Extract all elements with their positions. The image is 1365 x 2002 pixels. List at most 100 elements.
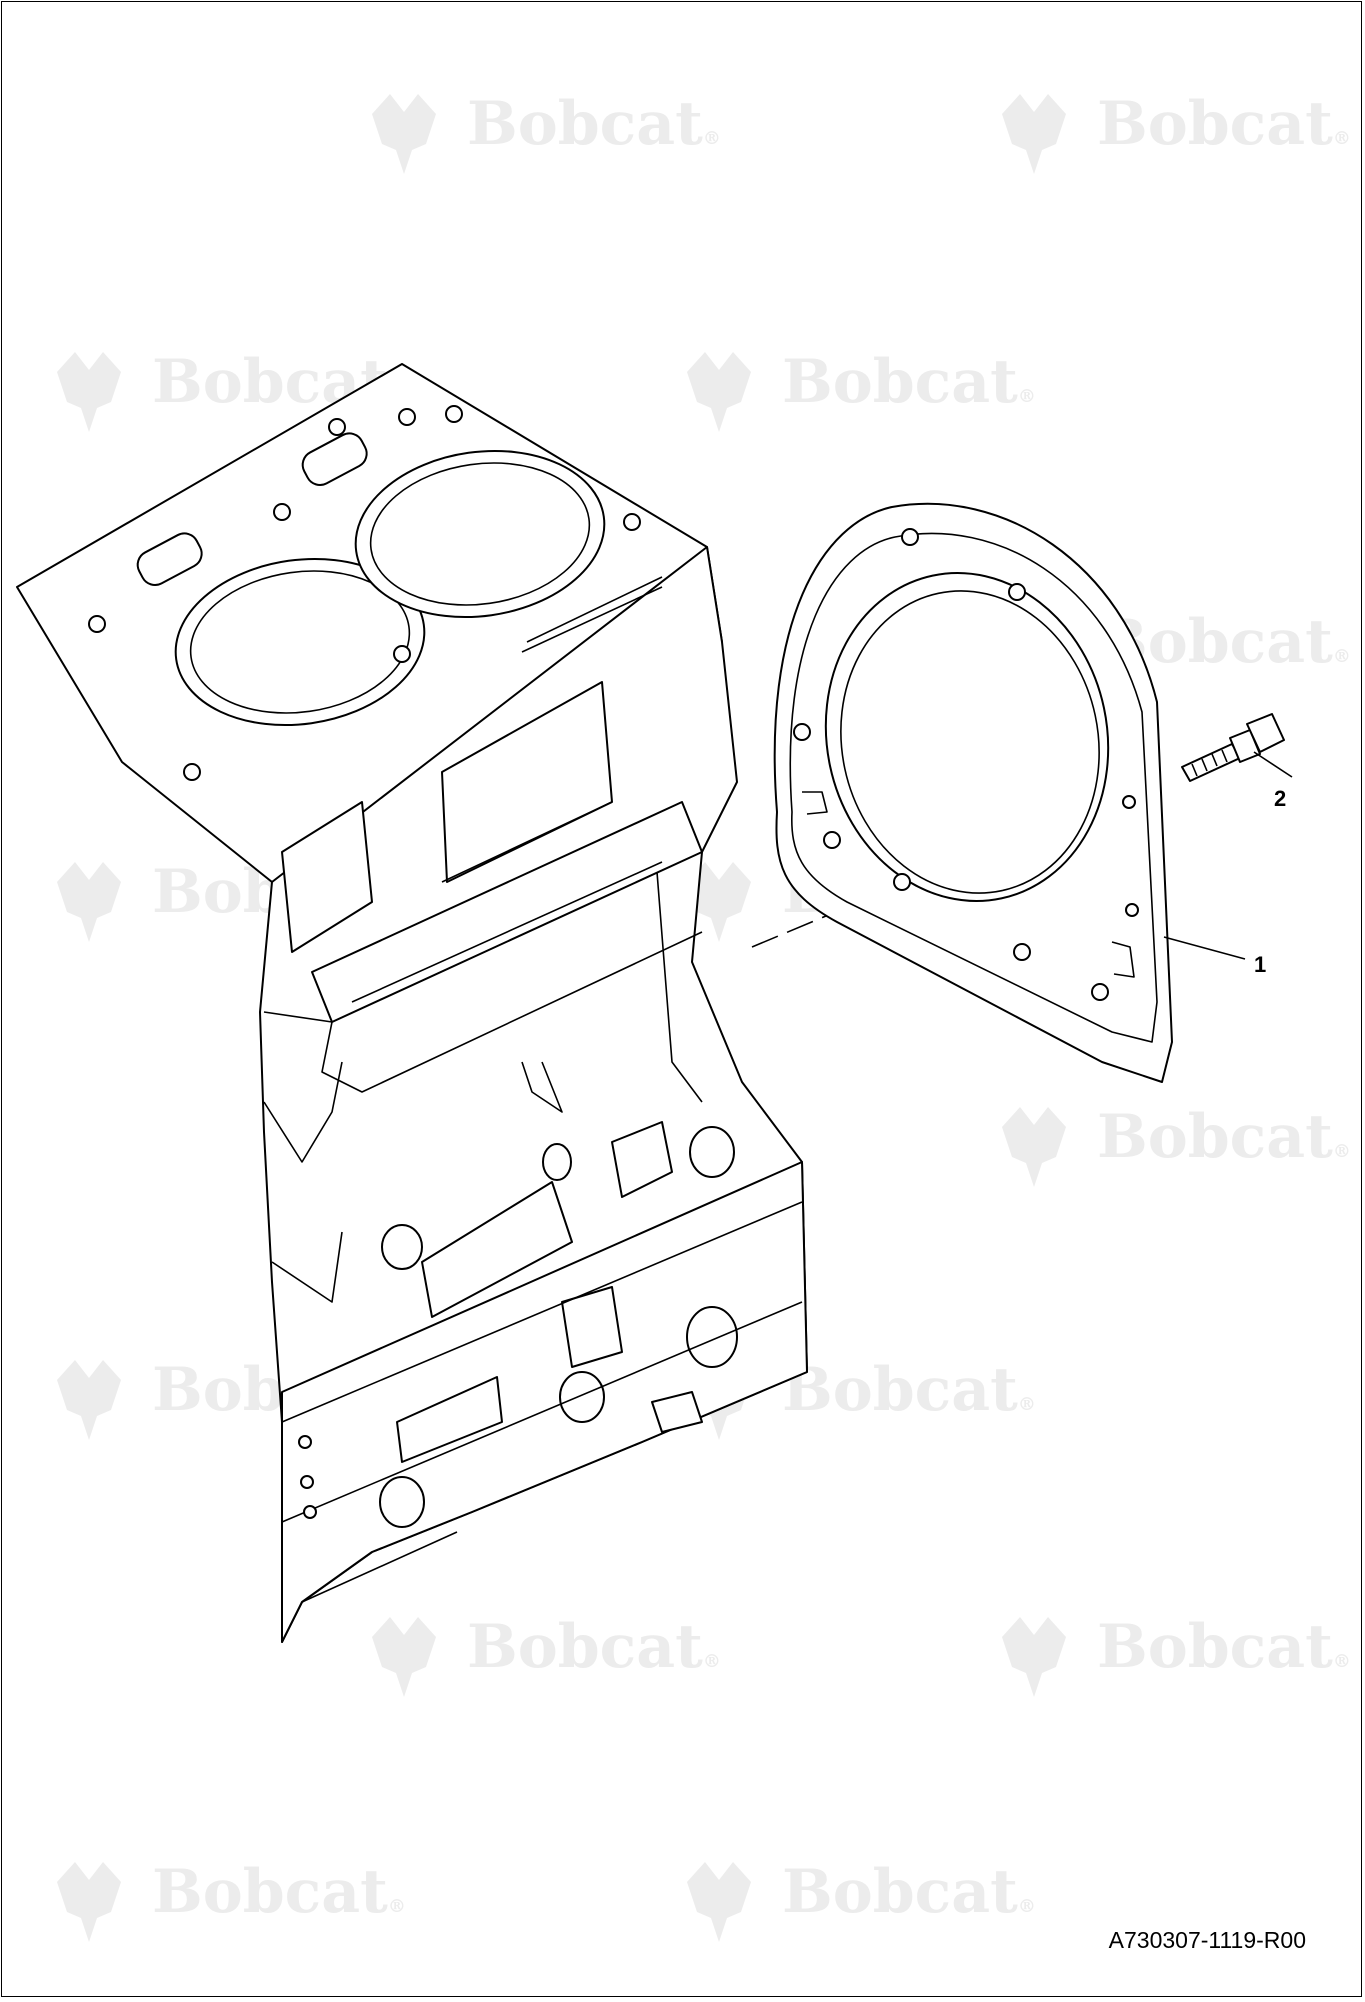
oil-gallery-rib [351,861,663,1003]
block-lower-edge [281,1301,803,1523]
svg-text:Bobcat®: Bobcat® [782,1857,1036,1927]
svg-text:Bobcat®: Bobcat® [1097,89,1351,159]
rear-oil-seal-housing [773,502,1173,1083]
callout-2: 2 [1274,786,1287,811]
svg-text:Bobcat®: Bobcat® [467,89,721,159]
bobcat-watermark: Bobcat® [1002,1102,1351,1187]
bobcat-logo-icon [1002,1107,1066,1187]
front-flange-edge [263,1011,333,1023]
housing-bolt-hole [893,873,911,891]
block-lower-edge [301,1531,458,1603]
svg-text:Bobcat®: Bobcat® [467,1612,721,1682]
housing-notch [1111,941,1135,978]
mount-pad [561,1286,623,1368]
block-rib [521,1061,563,1113]
bobcat-logo-icon [1002,94,1066,174]
cylinder-bore-inner [369,462,591,606]
bobcat-watermark: Bobcat® [372,89,721,174]
drain-boss [651,1391,703,1433]
mount-pad [396,1376,503,1463]
svg-text:Bobcat®: Bobcat® [782,347,1036,417]
bobcat-watermark: Bobcat® [57,1857,406,1942]
water-jacket-slot [526,576,663,643]
head-bolt-hole [88,615,106,633]
mounting-boss-hole [689,1126,735,1178]
oil-gallery-plate [311,801,703,1023]
cylinder-bore [174,557,426,727]
document-reference: A730307-1119-R00 [1108,1927,1306,1953]
window-ledge [441,801,613,883]
head-bolt-hole [623,513,641,531]
head-bolt-hole [393,645,411,663]
bobcat-logo-icon [687,1862,751,1942]
svg-text:Bobcat®: Bobcat® [1097,1102,1351,1172]
block-rib [263,1061,343,1163]
housing-bolt-hole [823,831,841,849]
bobcat-watermark: Bobcat® [372,1612,721,1697]
bobcat-logo-icon [1002,1617,1066,1697]
bobcat-logo-icon [57,1360,121,1440]
mounting-boss-hole [559,1371,605,1423]
seal-housing-bore [824,572,1110,902]
front-flange-edge [321,931,703,1093]
bobcat-logo-icon [687,352,751,432]
housing-bolt-hole [1122,795,1136,809]
svg-text:Bobcat®: Bobcat® [152,1857,406,1927]
head-bolt-hole [183,763,201,781]
callout-1-leader [1163,936,1246,960]
housing-bolt-hole [1008,583,1026,601]
bolt-head [1246,713,1285,753]
bobcat-logo-icon [57,352,121,432]
block-lower-edge [281,1201,803,1423]
oil-passage-slot [301,432,368,486]
bobcat-logo-icon [372,1617,436,1697]
engine-block [16,363,808,1643]
bobcat-watermark: Bobcat® [687,1857,1036,1942]
bobcat-logo-icon [57,1862,121,1942]
core-plug [542,1143,572,1181]
bobcat-watermark: Bobcat® [687,347,1036,432]
bolt-hole [303,1505,317,1519]
cylinder-bore-inner [189,570,411,714]
housing-bolt-hole [901,528,919,546]
bolt-thread [1191,749,1228,777]
svg-text:Bobcat®: Bobcat® [782,1355,1036,1425]
mounting-boss [611,1121,673,1198]
bobcat-watermark: Bobcat® [1002,1612,1351,1697]
bobcat-logo-icon [57,862,121,942]
bobcat-watermark: Bobcat® [1002,89,1351,174]
housing-bolt-hole [1091,983,1109,1001]
oil-passage-slot [136,532,203,586]
block-rib [271,1231,343,1303]
head-bolt-hole [328,418,346,436]
bolt-hole [298,1435,312,1449]
head-bolt-hole [445,405,463,423]
head-bolt-hole [273,503,291,521]
side-cover-plate [421,1181,573,1318]
bolt [1181,713,1285,782]
block-front-window [281,801,373,953]
block-rib [656,871,703,1103]
seal-housing-bore-lip [840,590,1100,894]
housing-bolt-hole [1125,903,1139,917]
cylinder-bore [354,449,606,619]
water-jacket-slot [521,586,663,653]
housing-notch [802,791,828,815]
housing-bolt-hole [1013,943,1031,961]
callout-1: 1 [1254,952,1267,977]
callout-2-leader [1253,751,1293,778]
core-plug [381,1224,423,1270]
bobcat-watermark: Bobcat® [57,347,406,432]
bolt-shank [1181,743,1241,782]
svg-text:Bobcat®: Bobcat® [1097,1612,1351,1682]
mounting-boss-hole [686,1306,738,1368]
bobcat-logo-icon [372,94,436,174]
seal-housing-flange-edge [789,532,1158,1043]
head-bolt-hole [398,408,416,426]
bolt-hole [300,1475,314,1489]
bobcat-logo-icon [687,862,751,942]
mounting-boss-hole [379,1476,425,1528]
housing-bolt-hole [793,723,811,741]
